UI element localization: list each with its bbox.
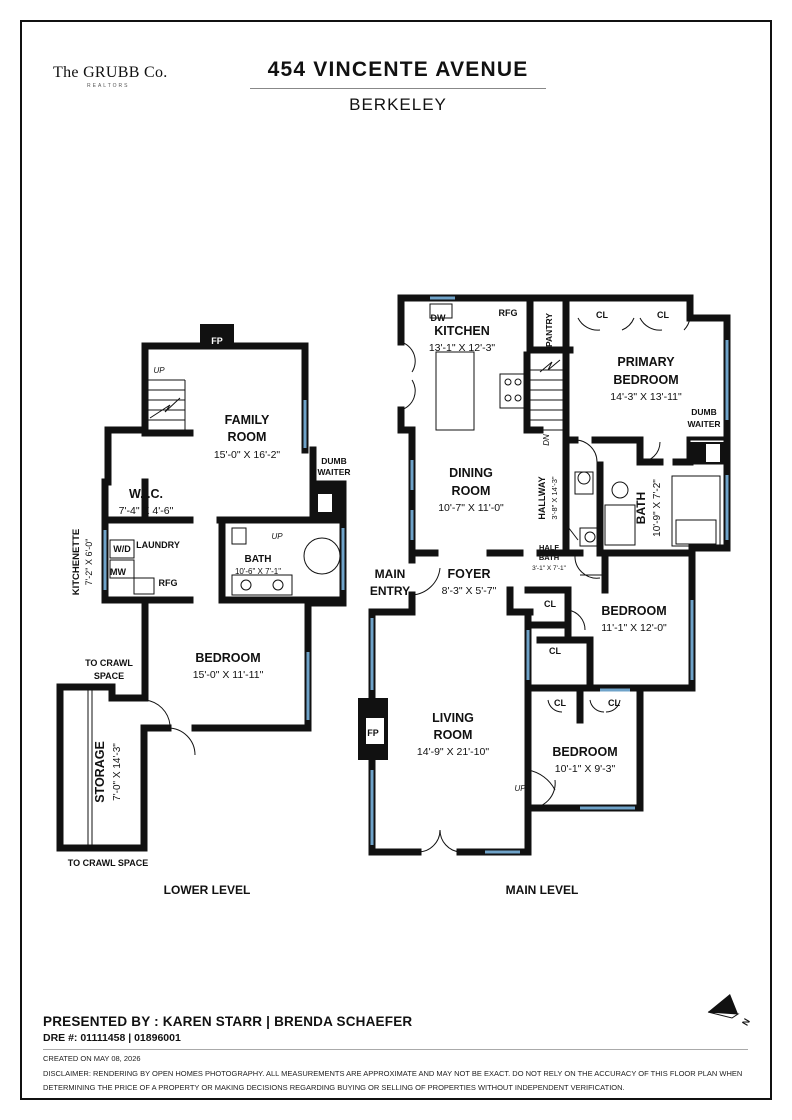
storage-dim: 7'-0" X 14'-3" bbox=[112, 743, 123, 801]
dumb-waiter-main-name1: DUMB bbox=[691, 407, 717, 417]
bedroom-main-2-dim: 10'-1" X 9'-3" bbox=[555, 763, 616, 775]
disclaimer-text: DISCLAIMER: RENDERING BY OPEN HOMES PHOT… bbox=[43, 1069, 743, 1092]
closet-bedroom-1-b: CL bbox=[549, 646, 561, 656]
living-room-dim: 14'-9" X 21'-10" bbox=[417, 746, 489, 758]
address-divider bbox=[250, 88, 546, 89]
storage-name: STORAGE bbox=[93, 741, 107, 803]
bath-lower-up-label: UP bbox=[271, 532, 283, 541]
bedroom-main-1-dim: 11'-1" X 12'-0" bbox=[601, 622, 667, 634]
fireplace-lower-label: FP bbox=[211, 336, 223, 346]
fireplace-lower-block bbox=[200, 324, 234, 348]
main-level-walls bbox=[368, 294, 731, 856]
lower-windows bbox=[103, 400, 345, 720]
living-room-name2: ROOM bbox=[434, 728, 473, 742]
footer-divider bbox=[43, 1049, 748, 1050]
page-border bbox=[20, 20, 772, 1100]
wic-name: W.I.C. bbox=[129, 487, 163, 501]
north-arrow-letter: N bbox=[740, 1017, 752, 1028]
north-arrow-icon: N bbox=[707, 994, 752, 1028]
family-room-dim: 15'-0" X 16'-2" bbox=[214, 449, 281, 461]
bedroom-lower-dim: 15'-0" X 11'-11" bbox=[193, 669, 264, 681]
dining-room-name2: ROOM bbox=[452, 484, 491, 498]
bedroom-lower-name: BEDROOM bbox=[195, 651, 260, 665]
closet-bedroom-2-a: CL bbox=[554, 698, 566, 708]
dining-room-dim: 10'-7" X 11'-0" bbox=[438, 502, 504, 514]
dumb-waiter-lower-shaft bbox=[318, 494, 332, 512]
property-city: BERKELEY bbox=[349, 95, 447, 114]
dumb-waiter-lower-name2: WAITER bbox=[317, 467, 350, 477]
foyer-name: FOYER bbox=[447, 567, 490, 581]
half-bath-dim: 3'-1" X 7'-1" bbox=[532, 565, 567, 572]
lower-stairs bbox=[145, 379, 186, 430]
wd-label: W/D bbox=[113, 544, 131, 554]
dre-numbers: DRE #: 01111458 | 01896001 bbox=[43, 1032, 181, 1044]
storage-hatch bbox=[87, 690, 93, 845]
crawl-space-top-1: TO CRAWL bbox=[85, 658, 133, 668]
bath-main-name: BATH bbox=[634, 492, 648, 524]
dumb-waiter-main-shaft bbox=[706, 444, 720, 462]
kitchenette-dim: 7'-2" X 6'-0" bbox=[84, 539, 94, 586]
wic-dim: 7'-4" X 4'-6" bbox=[119, 505, 174, 517]
created-date: CREATED ON MAY 08, 2026 bbox=[43, 1054, 141, 1063]
lower-level-label: LOWER LEVEL bbox=[164, 883, 251, 897]
logo-subtext: REALTORS bbox=[87, 83, 130, 89]
main-entry-name2: ENTRY bbox=[370, 584, 410, 598]
hallway-dim: 3'-8" X 14'-3" bbox=[550, 476, 559, 520]
living-room-name1: LIVING bbox=[432, 711, 474, 725]
crawl-space-bottom: TO CRAWL SPACE bbox=[68, 858, 149, 868]
main-level-label: MAIN LEVEL bbox=[506, 883, 579, 897]
dw-label: DW bbox=[431, 313, 446, 323]
foyer-dim: 8'-3" X 5'-7" bbox=[442, 585, 497, 597]
primary-bedroom-dim: 14'-3" X 13'-11" bbox=[610, 391, 682, 403]
fireplace-main-hearth bbox=[366, 718, 384, 744]
closet-primary-2: CL bbox=[657, 310, 669, 320]
laundry-label: LAUNDRY bbox=[136, 540, 180, 550]
dumb-waiter-main-name2: WAITER bbox=[687, 419, 720, 429]
half-bath-name2: BATH bbox=[539, 553, 559, 562]
logo-text: The GRUBB Co. bbox=[53, 64, 168, 81]
bedroom-main-2-name: BEDROOM bbox=[552, 745, 617, 759]
bedroom-main-1-name: BEDROOM bbox=[601, 604, 666, 618]
closet-bedroom-2-b: CL bbox=[608, 698, 620, 708]
family-room-name2: ROOM bbox=[228, 430, 267, 444]
bath-lower-name: BATH bbox=[244, 554, 271, 565]
main-windows bbox=[370, 296, 729, 854]
rfg-main-label: RFG bbox=[499, 308, 518, 318]
primary-bedroom-name1: PRIMARY bbox=[617, 355, 675, 369]
bath-lower-dim: 10'-6" X 7'-1" bbox=[235, 567, 281, 576]
bath-main-dim: 10'-9" X 7'-2" bbox=[652, 479, 663, 537]
kitchenette-name: KITCHENETTE bbox=[71, 529, 82, 596]
rfg-lower-label: RFG bbox=[159, 578, 178, 588]
hallway-name: HALLWAY bbox=[537, 476, 547, 519]
dining-room-name1: DINING bbox=[449, 466, 493, 480]
mw-label: MW bbox=[110, 567, 126, 577]
half-bath-name1: HALF bbox=[539, 543, 559, 552]
presented-by: PRESENTED BY : KAREN STARR | BRENDA SCHA… bbox=[43, 1014, 413, 1029]
room-labels: FAMILY ROOM 15'-0" X 16'-2" W.I.C. 7'-4"… bbox=[68, 308, 721, 897]
property-address: 454 VINCENTE AVENUE bbox=[267, 58, 529, 81]
crawl-space-top-2: SPACE bbox=[94, 671, 124, 681]
dumb-waiter-lower-name1: DUMB bbox=[321, 456, 347, 466]
main-stairs-dn-label: DN bbox=[542, 434, 551, 446]
pantry-label: PANTRY bbox=[544, 313, 554, 347]
fireplace-main-label: FP bbox=[367, 728, 379, 738]
family-room-name1: FAMILY bbox=[225, 413, 270, 427]
closet-primary-1: CL bbox=[596, 310, 608, 320]
main-entry-name1: MAIN bbox=[375, 567, 406, 581]
lower-stairs-up-label: UP bbox=[153, 366, 165, 375]
closet-bedroom-1-a: CL bbox=[544, 599, 556, 609]
company-logo: The GRUBB Co. REALTORS bbox=[53, 64, 168, 89]
kitchen-name: KITCHEN bbox=[434, 324, 490, 338]
bedroom-main-2-up-label: UP bbox=[514, 784, 526, 793]
kitchen-dim: 13'-1" X 12'-3" bbox=[429, 342, 496, 354]
primary-bedroom-name2: BEDROOM bbox=[613, 373, 678, 387]
